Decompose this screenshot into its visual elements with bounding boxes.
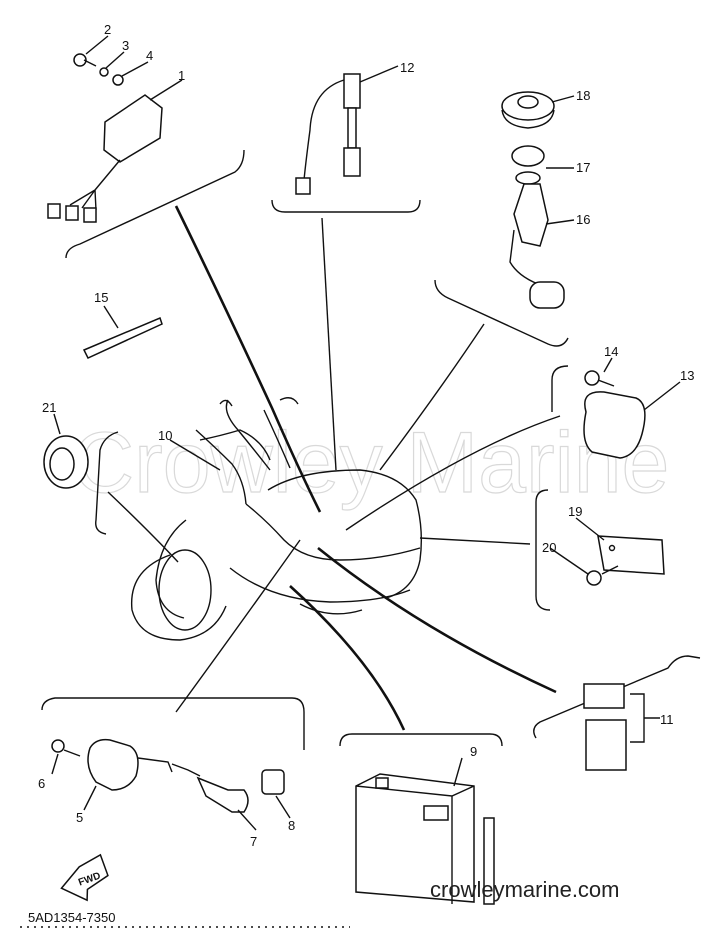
part-3-washer [99, 67, 109, 77]
group-brackets [41, 149, 701, 750]
callout-12: 12 [400, 60, 414, 75]
scooter-outline [130, 397, 423, 641]
callout-9: 9 [470, 744, 477, 759]
part-4-washer [112, 74, 124, 86]
callout-15: 15 [94, 290, 108, 305]
part-2-bolt [73, 53, 97, 67]
part-21-horn [43, 435, 89, 489]
callout-14: 14 [604, 344, 618, 359]
part-7-plug-cap [196, 776, 249, 813]
part-20-nut [586, 565, 619, 586]
fwd-arrow: FWD [60, 853, 109, 902]
site-url: crowleymarine.com [430, 877, 620, 902]
callout-10: 10 [158, 428, 172, 443]
callout-21: 21 [42, 400, 56, 415]
watermark: Crowley Marine [72, 415, 669, 511]
callout-17: 17 [576, 160, 590, 175]
callout-11: 11 [660, 712, 674, 727]
callout-numbers: 1 2 3 4 5 6 7 8 9 10 11 12 13 14 15 16 1… [38, 22, 694, 849]
callout-7: 7 [250, 834, 257, 849]
callout-8: 8 [288, 818, 295, 833]
part-15-cable-tie [82, 316, 163, 359]
callout-2: 2 [104, 22, 111, 37]
part-1-cdi-unit [47, 94, 163, 223]
callout-leaders [51, 35, 681, 831]
part-5-ignition-coil [87, 738, 201, 791]
part-16-fuel-sender [509, 183, 565, 309]
part-6-bolt [51, 739, 81, 757]
part-13-flasher [583, 391, 646, 459]
diagram-code: 5AD1354-7350 [28, 910, 115, 925]
callout-4: 4 [146, 48, 153, 63]
part-17-gasket [511, 145, 545, 185]
callout-13: 13 [680, 368, 694, 383]
callout-16: 16 [576, 212, 590, 227]
part-14-screw [584, 370, 615, 387]
part-8-cap-cover [261, 769, 285, 795]
part-9-battery [355, 773, 495, 905]
harness-leaders [107, 205, 561, 731]
callout-19: 19 [568, 504, 582, 519]
callout-3: 3 [122, 38, 129, 53]
part-12-speed-sensor [295, 73, 361, 195]
part-18-grommet [501, 91, 555, 129]
callout-18: 18 [576, 88, 590, 103]
callout-6: 6 [38, 776, 45, 791]
callout-20: 20 [542, 540, 556, 555]
part-19-reflector [597, 535, 665, 575]
callout-1: 1 [178, 68, 185, 83]
part-11-relays [583, 683, 627, 771]
callout-5: 5 [76, 810, 83, 825]
